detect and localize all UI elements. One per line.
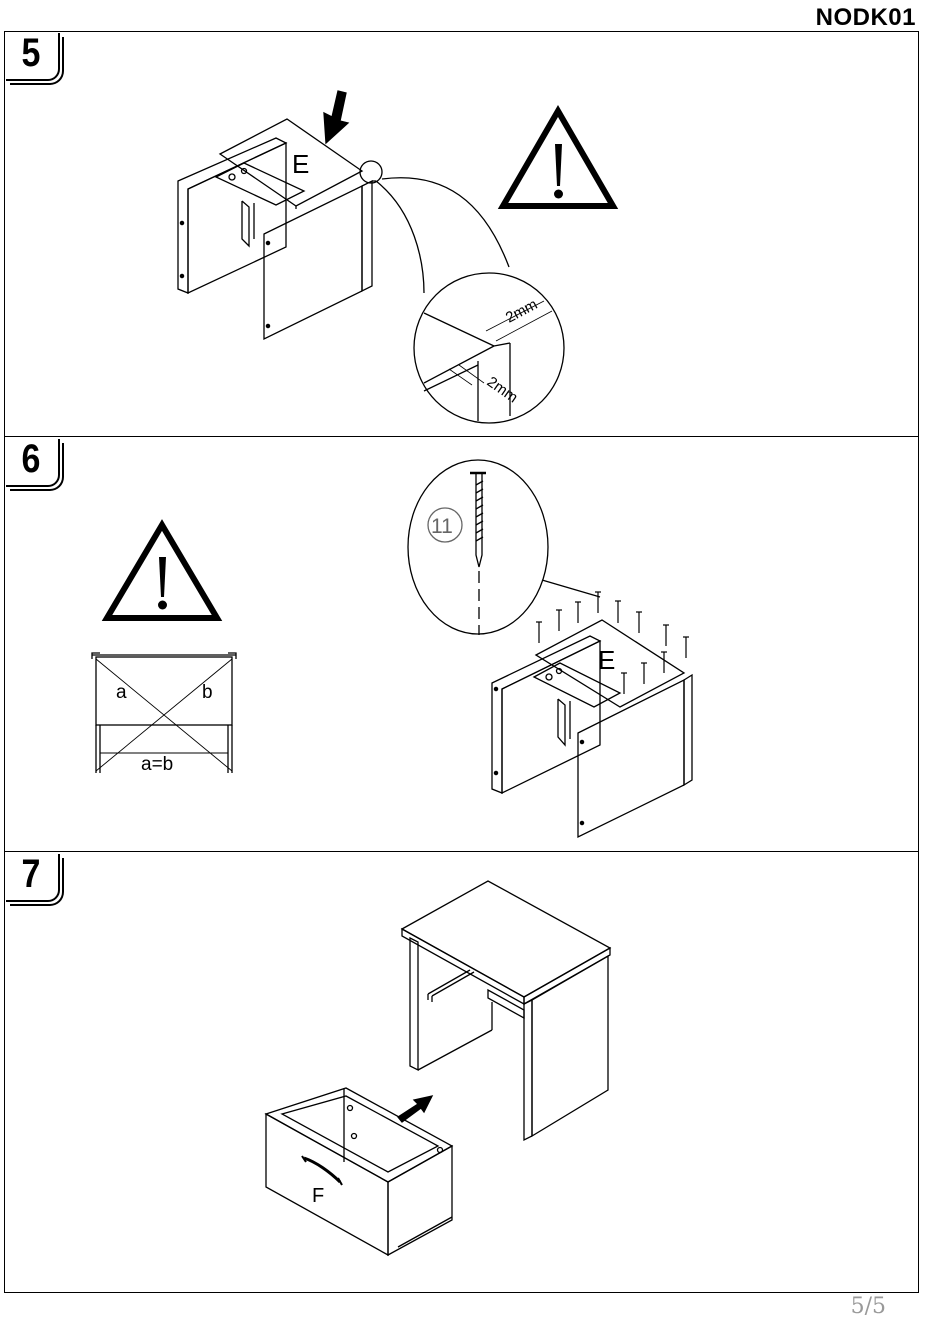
zoom-source-circle	[360, 161, 382, 183]
zoom-connector-2	[376, 181, 424, 293]
screw-count-label: 11	[431, 515, 453, 538]
step-7-illustration: F	[4, 852, 919, 1294]
step-6-illustration: a b a=b 11	[4, 437, 919, 852]
left-side-panel	[492, 636, 600, 793]
step-7-panel: 7	[4, 851, 919, 1294]
panel-label-e: E	[292, 149, 309, 179]
document-code: NODK01	[816, 4, 916, 32]
measure-bottom-label: 2mm	[484, 373, 521, 406]
screw-magnifier	[408, 460, 548, 635]
right-side-panel	[264, 181, 376, 339]
diagonal-equality-label: a=b	[141, 754, 173, 775]
push-down-arrow-icon	[324, 91, 348, 143]
panel-label-e: E	[598, 645, 615, 675]
diagonal-label-b: b	[202, 682, 213, 703]
step-6-panel: 6 a b a=b	[4, 436, 919, 852]
page-number: 5/5	[851, 1294, 886, 1319]
crossbar	[216, 163, 304, 246]
measure-top-label: 2mm	[503, 296, 540, 327]
drawer-label-f: F	[312, 1185, 324, 1207]
step-5-panel: 5 E	[4, 31, 919, 436]
warning-triangle-icon	[107, 525, 217, 618]
magnifier-connector	[542, 580, 600, 597]
diagonal-label-a: a	[116, 682, 127, 703]
push-arrow-icon	[398, 1096, 432, 1122]
zoom-connector	[382, 178, 509, 267]
detail-magnifier	[414, 273, 564, 423]
assembled-desk	[402, 881, 610, 1140]
left-side-panel	[178, 138, 286, 293]
step-5-illustration: E 2mm 2mm	[4, 31, 919, 436]
crossbar	[534, 663, 620, 745]
warning-triangle-icon	[503, 111, 613, 206]
